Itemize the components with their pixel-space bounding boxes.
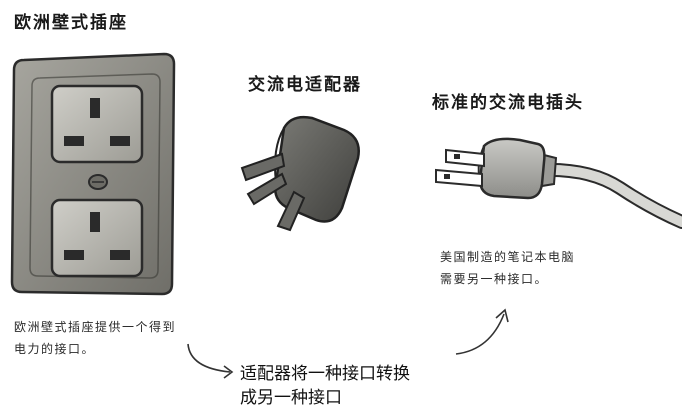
neutral-pin-hole <box>110 250 130 260</box>
plug-blades <box>435 148 485 188</box>
neutral-pin-hole <box>110 136 130 146</box>
earth-pin-hole <box>90 98 100 118</box>
note-line: 电力的接口。 <box>14 342 96 356</box>
euro-wall-outlet-illustration <box>10 52 176 296</box>
arrow-to-adapter-note-icon <box>187 343 234 379</box>
earth-pin-hole <box>90 212 100 232</box>
laptop-note: 美国制造的笔记本电脑 需要另一种接口。 <box>440 246 575 290</box>
ac-adapter-illustration <box>240 115 360 232</box>
euro-outlet-title: 欧洲壁式插座 <box>14 13 128 33</box>
note-line: 美国制造的笔记本电脑 <box>440 250 576 264</box>
ac-adapter-title: 交流电适配器 <box>248 75 362 95</box>
euro-outlet-note: 欧洲壁式插座提供一个得到 电力的接口。 <box>14 316 176 360</box>
lower-socket <box>50 198 144 278</box>
note-line: 需要另一种接口。 <box>440 272 549 286</box>
note-line: 成另一种接口 <box>240 388 342 408</box>
note-line: 欧洲壁式插座提供一个得到 <box>14 320 177 334</box>
plug-head <box>478 137 546 200</box>
live-pin-hole <box>64 250 84 260</box>
live-pin-hole <box>64 136 84 146</box>
upper-socket <box>50 84 144 164</box>
arrow-to-laptop-note-icon <box>455 308 509 355</box>
standard-plug-illustration <box>435 137 682 229</box>
standard-plug-title: 标准的交流电插头 <box>432 93 584 113</box>
adapter-note: 适配器将一种接口转换 成另一种接口 <box>240 362 410 410</box>
note-line: 适配器将一种接口转换 <box>240 364 410 384</box>
adapter-prongs <box>240 152 306 232</box>
